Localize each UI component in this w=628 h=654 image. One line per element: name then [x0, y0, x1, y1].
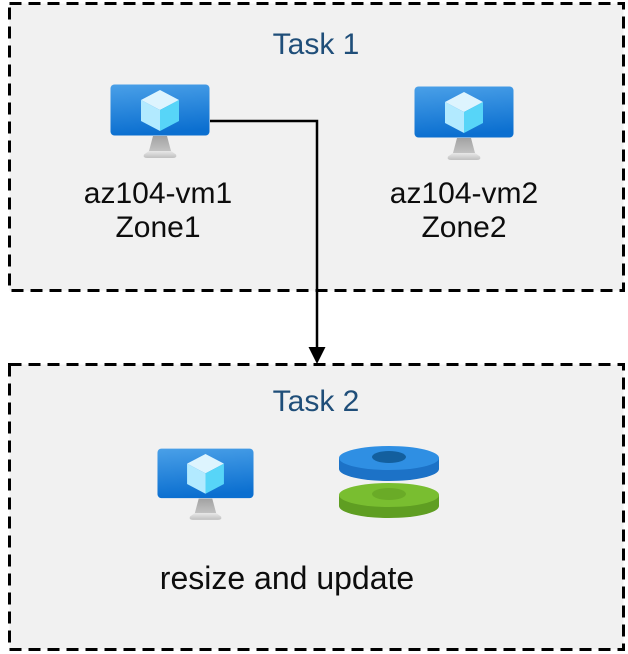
virtual-machine-icon [157, 448, 254, 521]
vm2-zone: Zone2 [421, 211, 507, 244]
virtual-machine-icon [414, 86, 514, 161]
vm1-label: az104-vm1 Zone1 [60, 177, 256, 245]
task2-caption: resize and update [159, 560, 415, 596]
vm2-label: az104-vm2 Zone2 [366, 177, 562, 245]
vm1-zone: Zone1 [115, 211, 201, 244]
managed-disks-icon [337, 443, 441, 518]
task1-title: Task 1 [272, 28, 360, 61]
virtual-machine-icon [110, 84, 210, 159]
vm2-name: az104-vm2 [389, 177, 539, 210]
task2-title: Task 2 [272, 385, 360, 418]
vm1-name: az104-vm1 [83, 177, 233, 210]
